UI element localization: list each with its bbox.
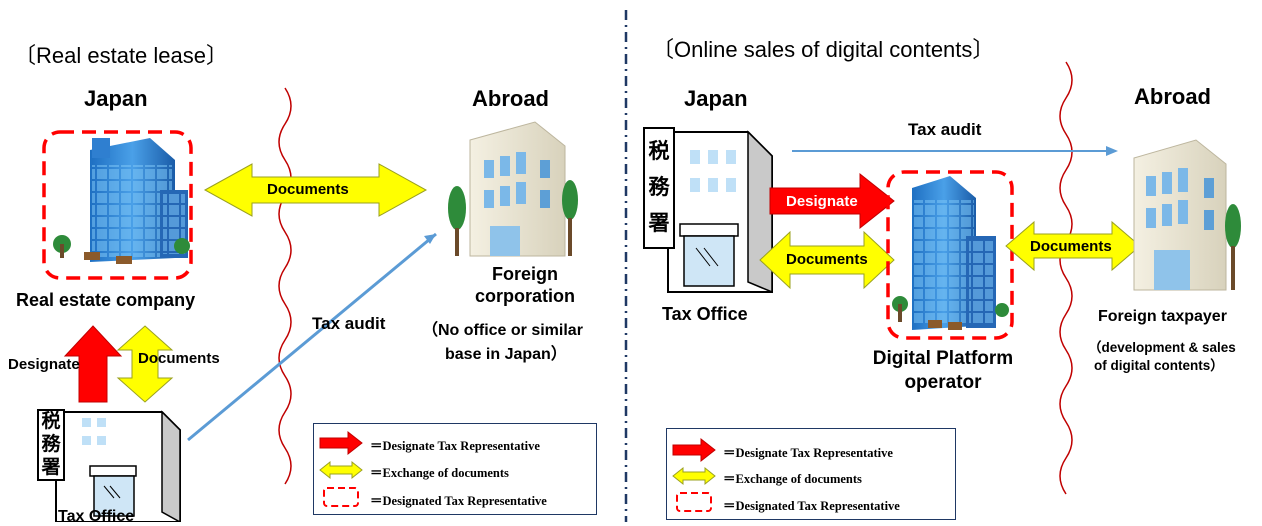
left-legend-designate: ＝Designate Tax Representative	[370, 439, 540, 453]
right-designate-arrow	[769, 172, 895, 230]
foreign-note-2: base in Japan）	[445, 346, 567, 363]
foreign-corporation-building-icon	[448, 121, 578, 257]
foreign-taxpayer-building-icon	[1133, 139, 1241, 291]
left-documents-vertical-arrow	[116, 325, 174, 403]
foreign-taxpayer-note-2: of digital contents）	[1094, 358, 1224, 373]
right-legend: ＝Designate Tax Representative ＝Exchange …	[666, 428, 956, 520]
left-legend-designated: ＝Designated Tax Representative	[370, 494, 547, 508]
left-documents-double-arrow	[203, 163, 428, 217]
right-tax-office-icon	[643, 127, 773, 294]
foreign-corporation-label-1: Foreign	[492, 264, 558, 284]
left-japan-label: Japan	[84, 86, 148, 111]
left-legend-symbols	[319, 430, 363, 507]
right-tax-office-label: Tax Office	[662, 304, 748, 324]
right-documents-right-label: Documents	[1030, 238, 1112, 255]
digital-platform-label-1: Digital Platform	[872, 348, 1014, 369]
left-designated-dashed-box	[42, 130, 193, 280]
right-documents-left-arrow	[759, 230, 895, 290]
left-documents-vertical-label: Documents	[138, 350, 220, 367]
left-designate-label: Designate	[8, 356, 80, 373]
left-section-title: 〔Real estate lease〕	[14, 43, 228, 68]
left-tax-office-icon	[37, 409, 181, 522]
digital-platform-label-2: operator	[904, 372, 982, 393]
right-abroad-label: Abroad	[1134, 84, 1211, 109]
foreign-taxpayer-note-1: （development & sales	[1088, 340, 1236, 355]
left-legend: ＝Designate Tax Representative ＝Exchange …	[313, 423, 597, 515]
right-designated-dashed-box	[886, 170, 1014, 340]
real-estate-company-label: Real estate company	[16, 290, 196, 310]
real-estate-building-icon	[53, 138, 190, 264]
foreign-note-1: （No office or similar	[422, 322, 583, 339]
right-legend-symbols	[672, 437, 716, 512]
left-tax-office-label: Tax Office	[58, 508, 135, 525]
foreign-taxpayer-label: Foreign taxpayer	[1098, 308, 1227, 325]
right-tax-audit-label: Tax audit	[908, 120, 982, 139]
right-section-title: 〔Online sales of digital contents〕	[652, 37, 995, 62]
right-designate-label: Designate	[786, 193, 858, 210]
right-tax-office-sign: 税務署	[648, 140, 670, 235]
right-japan-label: Japan	[684, 86, 748, 111]
left-documents-label: Documents	[267, 181, 349, 198]
left-legend-exchange: ＝Exchange of documents	[370, 466, 509, 480]
left-tax-audit-line	[187, 232, 437, 442]
left-designate-arrow	[63, 325, 123, 403]
right-legend-designated: ＝Designated Tax Representative	[723, 499, 900, 513]
left-tax-office-sign: 税務署	[41, 411, 61, 478]
left-border-wavy-line	[278, 87, 292, 485]
right-border-wavy-line	[1059, 61, 1073, 495]
right-legend-designate: ＝Designate Tax Representative	[723, 446, 893, 460]
left-tax-audit-label: Tax audit	[312, 314, 386, 333]
left-abroad-label: Abroad	[472, 86, 549, 111]
digital-platform-building-icon	[892, 176, 1009, 330]
right-documents-left-label: Documents	[786, 251, 868, 268]
right-legend-exchange: ＝Exchange of documents	[723, 472, 862, 486]
foreign-corporation-label-2: corporation	[474, 286, 575, 306]
